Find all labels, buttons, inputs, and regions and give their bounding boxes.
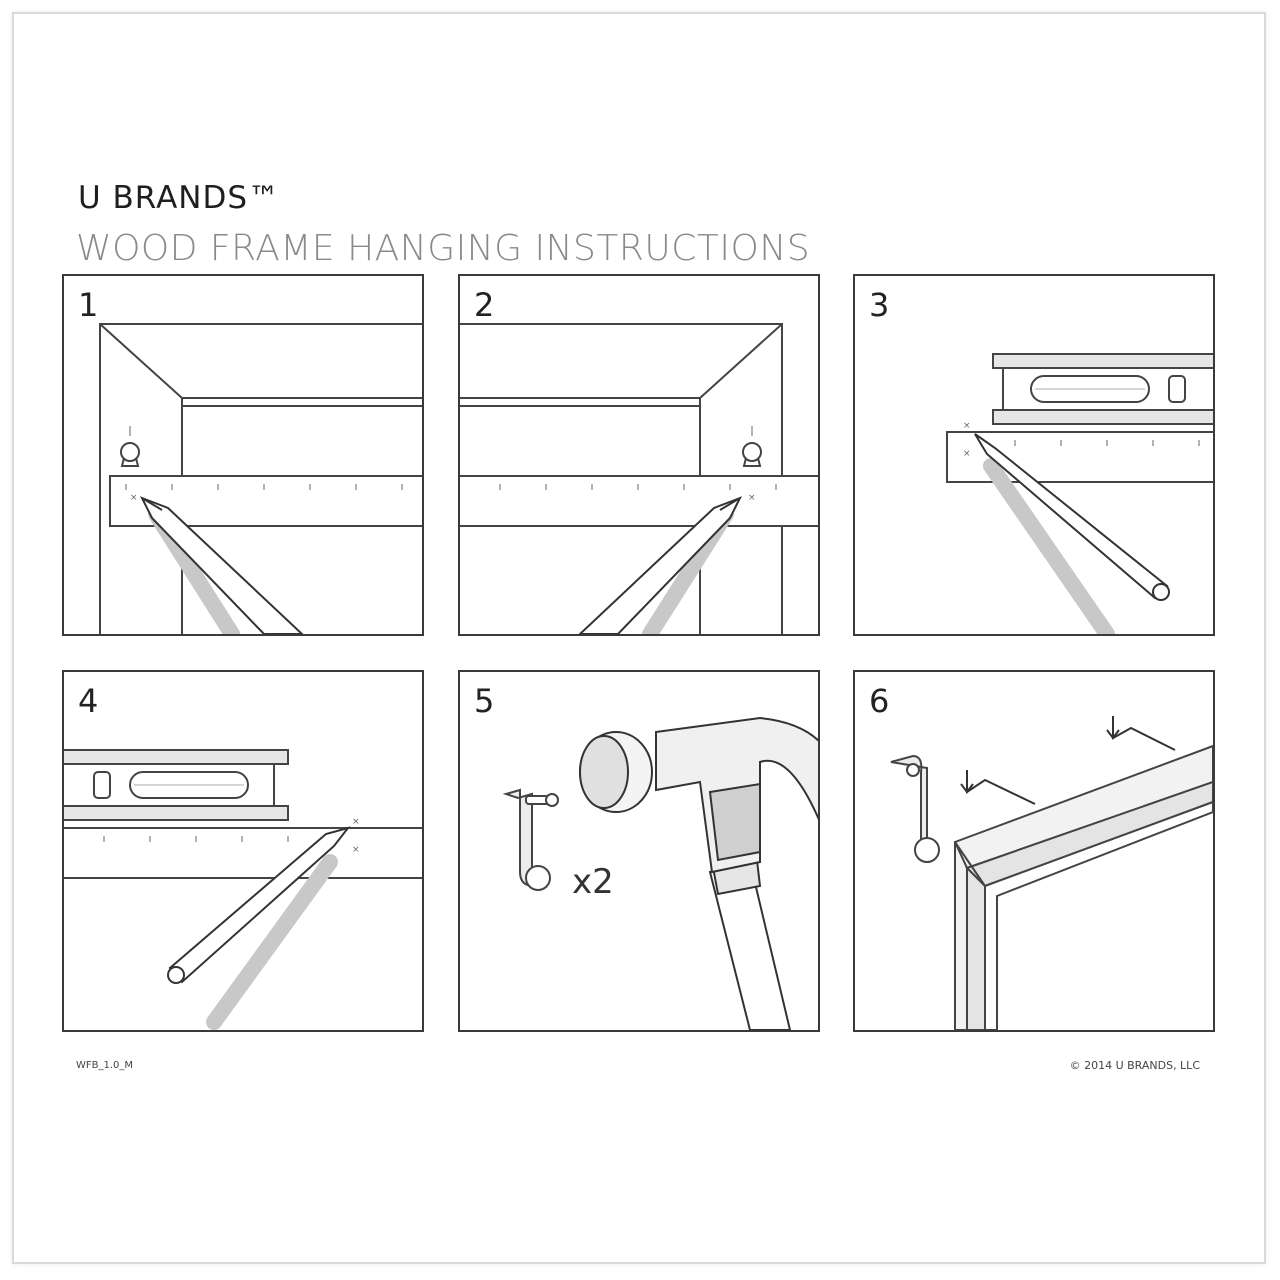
step-5-illustration — [502, 716, 818, 1030]
brand-name: U BRANDS™ — [78, 180, 281, 216]
step-2-illustration: × — [460, 323, 818, 634]
svg-text:×: × — [748, 493, 756, 503]
step-4-panel: 4 × × — [62, 670, 424, 1032]
step-1-illustration: × — [99, 323, 422, 634]
step-number: 3 — [869, 286, 890, 324]
step-4-illustration: × × — [64, 749, 422, 1030]
document-code: WFB_1.0_M — [76, 1060, 134, 1071]
step-3-panel: 3 × × — [853, 274, 1215, 636]
svg-text:×: × — [352, 845, 360, 855]
svg-text:×: × — [963, 449, 971, 459]
svg-text:×: × — [130, 493, 138, 503]
step-number: 6 — [869, 682, 890, 720]
step-2-panel: 2 × — [458, 274, 820, 636]
step-number: 4 — [78, 682, 99, 720]
step-5-panel: 5 x2 — [458, 670, 820, 1032]
step-1-panel: 1 × — [62, 274, 424, 636]
quantity-label: x2 — [572, 862, 614, 902]
step-number: 1 — [78, 286, 99, 324]
step-number: 2 — [474, 286, 495, 324]
page-title: WOOD FRAME HANGING INSTRUCTIONS — [76, 228, 811, 269]
svg-text:×: × — [352, 817, 360, 827]
step-3-illustration: × × — [946, 353, 1213, 634]
step-number: 5 — [474, 682, 495, 720]
step-6-illustration — [890, 716, 1213, 1030]
step-6-panel: 6 — [853, 670, 1215, 1032]
copyright-notice: © 2014 U BRANDS, LLC — [1069, 1059, 1200, 1072]
svg-text:×: × — [963, 421, 971, 431]
instruction-sheet: U BRANDS™ WOOD FRAME HANGING INSTRUCTION… — [12, 12, 1266, 1264]
